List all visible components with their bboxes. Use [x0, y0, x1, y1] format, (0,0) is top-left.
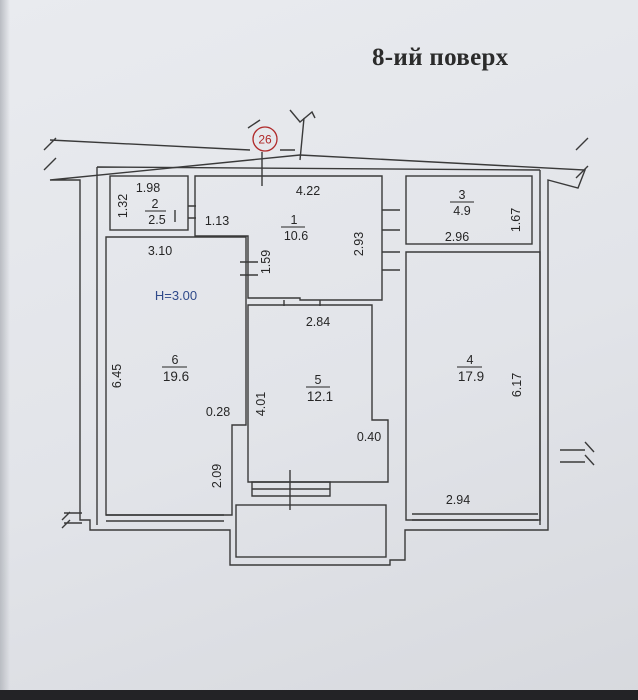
dim-2-93: 2.93	[352, 232, 366, 256]
room-5-number: 5	[315, 373, 322, 387]
dim-1-59: 1.59	[259, 250, 273, 274]
door-ticks-room-1	[240, 209, 400, 306]
dim-1-67: 1.67	[509, 208, 523, 232]
room-3-area: 4.9	[453, 204, 470, 218]
window-room-4	[412, 513, 538, 521]
room-6-number: 6	[172, 353, 179, 367]
dim-2-94: 2.94	[446, 493, 470, 507]
room-3-number: 3	[459, 188, 466, 202]
room-3-walls	[405, 175, 533, 245]
desk-background	[0, 690, 638, 700]
dim-1-32: 1.32	[116, 194, 130, 218]
room-5-area: 12.1	[307, 389, 333, 404]
dim-4-22: 4.22	[296, 184, 320, 198]
window-room-6	[106, 514, 224, 522]
dim-2-84: 2.84	[306, 315, 330, 329]
room-1-area: 10.6	[284, 229, 308, 243]
dim-1-98: 1.98	[136, 181, 160, 195]
room-1-number: 1	[291, 213, 298, 227]
room-6-area: 19.6	[163, 369, 189, 384]
dim-2-96: 2.96	[445, 230, 469, 244]
window-left	[61, 511, 82, 529]
dim-0-40: 0.40	[357, 430, 381, 444]
unit-marker-circle	[252, 126, 278, 152]
riser-lines	[247, 109, 316, 161]
dim-3-10: 3.10	[148, 244, 172, 258]
floor-title: 8-ий поверх	[372, 44, 509, 71]
room-5-walls	[247, 304, 389, 483]
door-ticks-room-2	[174, 205, 196, 222]
room-4-walls	[405, 251, 541, 521]
window-right	[560, 441, 595, 466]
balcony-door	[251, 470, 331, 510]
balcony-walls	[235, 504, 387, 558]
room-2-area: 2.5	[148, 213, 165, 227]
right-wall-break	[575, 137, 589, 179]
room-2-number: 2	[152, 197, 159, 211]
dim-6-45: 6.45	[110, 364, 124, 388]
room-1-walls	[194, 175, 383, 301]
unit-marker-text: 26	[258, 133, 272, 147]
room-2-walls	[109, 175, 189, 231]
dim-6-17: 6.17	[510, 373, 524, 397]
sheet-shadow	[0, 0, 10, 690]
dim-4-01: 4.01	[254, 392, 268, 416]
exterior-wall-outer	[49, 139, 587, 566]
left-wall-break	[43, 137, 57, 171]
dim-2-09: 2.09	[210, 464, 224, 488]
dim-0-28: 0.28	[206, 405, 230, 419]
dim-1-13: 1.13	[205, 214, 229, 228]
ceiling-height: H=3.00	[155, 288, 197, 303]
room-4-number: 4	[467, 353, 474, 367]
room-4-area: 17.9	[458, 369, 484, 384]
